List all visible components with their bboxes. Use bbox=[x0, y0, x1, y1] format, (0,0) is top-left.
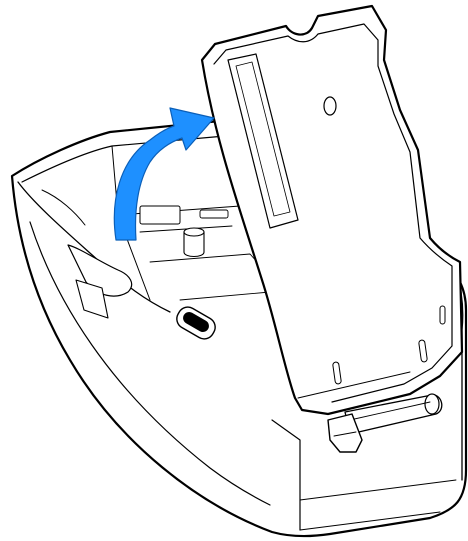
left-latch-tab bbox=[75, 279, 109, 319]
lid-inner-rim bbox=[213, 23, 453, 403]
arrow-shape bbox=[113, 107, 215, 241]
roller-end-cap bbox=[424, 393, 440, 415]
front-ridge bbox=[299, 479, 457, 501]
lid-label-window-inner bbox=[235, 61, 291, 217]
media-spindle-post bbox=[183, 227, 205, 258]
hinge-bracket-inner bbox=[333, 431, 357, 437]
lid-bottom-fold bbox=[297, 371, 411, 399]
lid-slot-side bbox=[439, 305, 446, 325]
left-side-panel-lower bbox=[29, 221, 271, 506]
media-guide-bracket bbox=[139, 205, 181, 225]
printer-lid bbox=[200, 4, 464, 416]
left-front-notch bbox=[41, 189, 86, 226]
release-button bbox=[176, 306, 216, 340]
hinge-bracket bbox=[327, 413, 363, 453]
lid-slot-right bbox=[418, 339, 428, 363]
lid-hole bbox=[323, 96, 337, 116]
hinge-roller bbox=[327, 393, 443, 453]
lid-slot-left bbox=[332, 361, 342, 385]
media-guide-slot bbox=[199, 209, 229, 219]
open-direction-arrow-icon bbox=[113, 107, 215, 241]
front-bottom-edge bbox=[299, 511, 441, 531]
roller-line bbox=[349, 401, 431, 421]
lid-label-window bbox=[227, 53, 299, 229]
printer-base-rim bbox=[21, 135, 226, 183]
